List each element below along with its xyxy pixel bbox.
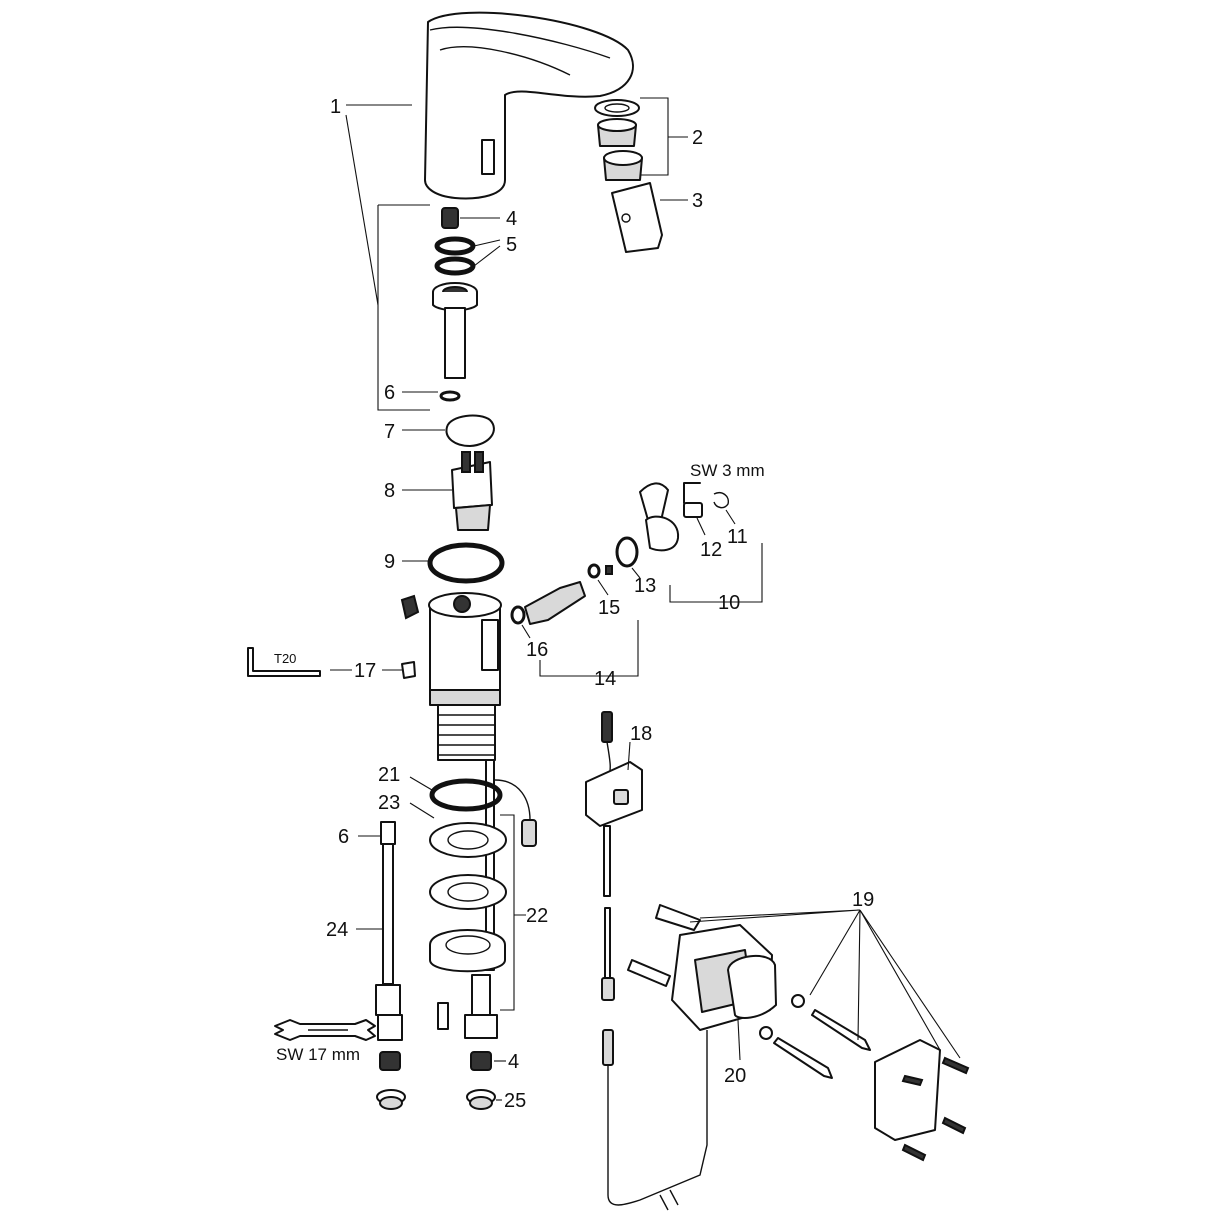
- cartridge-stem: [432, 207, 478, 402]
- callout-11: 11: [727, 526, 748, 548]
- callout-6-top: 6: [384, 382, 395, 404]
- lever-assembly: [510, 482, 729, 625]
- callout-2: 2: [692, 127, 703, 149]
- callout-25: 25: [504, 1090, 526, 1112]
- callout-18: 18: [630, 723, 652, 745]
- callout-13: 13: [634, 575, 656, 597]
- callout-14: 14: [594, 668, 616, 690]
- callout-22: 22: [526, 905, 548, 927]
- note-torx-key: T20: [274, 651, 296, 666]
- callout-21: 21: [378, 764, 400, 786]
- flexible-hose: [375, 821, 406, 1110]
- tool-notes: SW 3 mm T20 SW 17 mm: [274, 461, 765, 1064]
- fixing-fittings: [437, 974, 498, 1110]
- callout-23: 23: [378, 792, 400, 814]
- callout-4-bottom: 4: [508, 1051, 519, 1073]
- aerator-key: [611, 182, 663, 253]
- callout-10: 10: [718, 592, 740, 614]
- wrench-sw17: [274, 1019, 376, 1041]
- callout-20: 20: [724, 1065, 746, 1087]
- leader-lines: [330, 97, 961, 1101]
- callout-12: 12: [700, 539, 722, 561]
- note-wrench: SW 17 mm: [276, 1045, 360, 1064]
- callout-19: 19: [852, 889, 874, 911]
- grub-screw: [400, 594, 420, 620]
- callout-15: 15: [598, 597, 620, 619]
- battery-box: [627, 904, 970, 1162]
- callout-6-bottom: 6: [338, 826, 349, 848]
- callout-3: 3: [692, 190, 703, 212]
- mounting-rings: [429, 778, 507, 973]
- aerator-set: [594, 99, 643, 181]
- callout-9: 9: [384, 551, 395, 573]
- callout-16: 16: [526, 639, 548, 661]
- solenoid-valve: [451, 451, 493, 531]
- note-hex-key: SW 3 mm: [690, 461, 765, 480]
- callout-1: 1: [330, 96, 341, 118]
- mixer-housing: [428, 592, 537, 971]
- callout-17: 17: [354, 660, 376, 682]
- callout-7: 7: [384, 421, 395, 443]
- spout-body: [424, 11, 634, 200]
- sensor-electronics: [585, 711, 708, 1211]
- callout-4-top: 4: [506, 208, 517, 230]
- callout-8: 8: [384, 480, 395, 502]
- callout-labels: 1 2 3 4 5 6 7 8 9 10 11 12 13 14 15 16 1…: [326, 96, 874, 1112]
- torx-key-t20: [247, 647, 321, 677]
- seal-ring: [445, 414, 495, 447]
- large-o-ring: [427, 542, 505, 584]
- callout-5: 5: [506, 234, 517, 256]
- torx-screw: [401, 661, 416, 679]
- callout-24: 24: [326, 919, 348, 941]
